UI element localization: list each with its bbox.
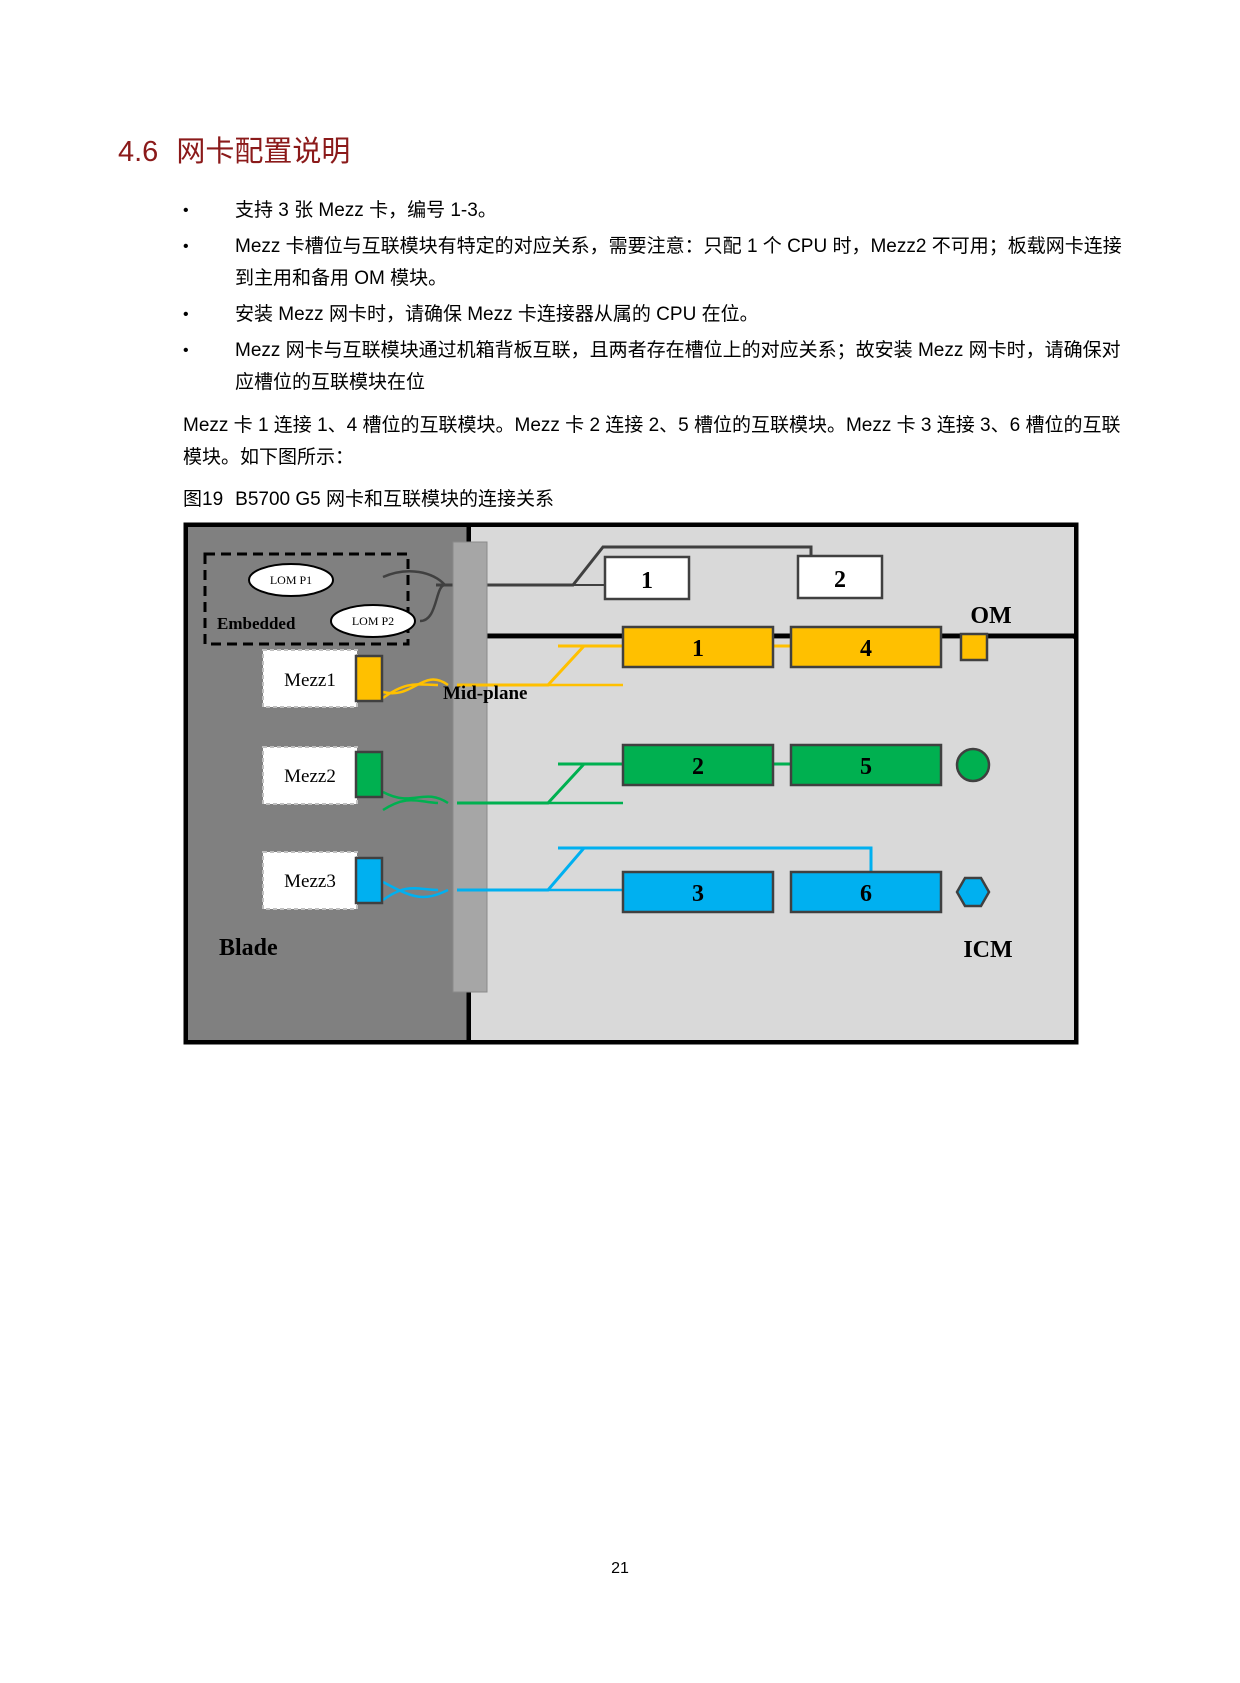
- embedded-label: Embedded: [217, 614, 296, 633]
- om-slot: [603, 555, 691, 601]
- om-slot-label: 2: [834, 567, 846, 593]
- midplane-label: Mid-plane: [443, 683, 527, 704]
- icm-slot-label: 2: [692, 754, 704, 780]
- bullet-text: Mezz 卡槽位与互联模块有特定的对应关系，需要注意：只配 1 个 CPU 时，…: [235, 236, 1122, 289]
- icm-label: ICM: [963, 937, 1012, 963]
- om-label: OM: [970, 603, 1011, 629]
- icm-slot: [789, 743, 943, 787]
- bullet-marker: •: [183, 202, 189, 219]
- bullet-marker: •: [183, 238, 189, 255]
- page-number: 21: [611, 1560, 629, 1577]
- blade-label: Blade: [219, 935, 278, 961]
- mezz-card: [262, 851, 358, 910]
- bullet-text: 安装 Mezz 网卡时，请确保 Mezz 卡连接器从属的 CPU 在位。: [235, 304, 759, 325]
- icm-slot: [621, 870, 775, 914]
- icm-slot: [621, 743, 775, 787]
- circle-marker: [955, 747, 991, 783]
- om-panel: [471, 527, 1074, 636]
- mezz-card-label: Mezz1: [284, 670, 336, 691]
- body-paragraph: Mezz 卡 1 连接 1、4 槽位的互联模块。Mezz 卡 2 连接 2、5 …: [183, 415, 1121, 468]
- icm-slot-label: 4: [860, 636, 872, 662]
- figure-id: 图19: [183, 489, 224, 510]
- icm-slot: [789, 870, 943, 914]
- om-slot-label: 1: [641, 568, 653, 594]
- bullet-item: • Mezz 卡槽位与互联模块有特定的对应关系，需要注意：只配 1 个 CPU 时…: [183, 231, 1123, 295]
- lom-p1-port: [248, 563, 334, 597]
- lom-p2-label: LOM P2: [352, 614, 394, 628]
- mezz-card-label: Mezz2: [284, 766, 336, 787]
- icm-panel: [471, 639, 1074, 1040]
- icm-slot: [621, 625, 775, 669]
- icm-slot-label: 3: [692, 881, 704, 907]
- bullet-item: • 支持 3 张 Mezz 卡，编号 1-3。: [183, 195, 1123, 227]
- icm-slot-label: 1: [692, 636, 704, 662]
- hexagon-marker: [955, 876, 991, 908]
- om-slot: [796, 554, 884, 600]
- bullet-item: • 安装 Mezz 网卡时，请确保 Mezz 卡连接器从属的 CPU 在位。: [183, 299, 1123, 331]
- bullet-list: • 支持 3 张 Mezz 卡，编号 1-3。 • Mezz 卡槽位与互联模块有特定…: [183, 195, 1123, 403]
- mezz-card-label: Mezz3: [284, 871, 336, 892]
- section-title: 网卡配置说明: [176, 136, 351, 168]
- section-heading: 4.6 网卡配置说明: [118, 128, 350, 170]
- mezz-card: [262, 649, 358, 708]
- bullet-item: • Mezz 网卡与互联模块通过机箱背板互联，且两者存在槽位上的对应关系；故安装 …: [183, 335, 1123, 399]
- lom-p1-label: LOM P1: [270, 573, 312, 587]
- bullet-text: 支持 3 张 Mezz 卡，编号 1-3。: [235, 200, 497, 221]
- mezz-connector: [354, 856, 384, 905]
- icm-slot-label: 5: [860, 754, 872, 780]
- bullet-text: Mezz 网卡与互联模块通过机箱背板互联，且两者存在槽位上的对应关系；故安装 M…: [235, 340, 1121, 393]
- mezz-connector: [354, 750, 384, 799]
- mezz-connector: [354, 654, 384, 703]
- nic-icm-diagram: Embedded LOM P1 LOM P2 1 2 OM Mezz1 1 4 …: [183, 522, 1079, 1045]
- figure-caption-text: B5700 G5 网卡和互联模块的连接关系: [235, 489, 554, 510]
- embedded-box: [203, 552, 410, 646]
- section-number: 4.6: [118, 136, 159, 168]
- lom-p2-port: [330, 604, 416, 638]
- bullet-marker: •: [183, 342, 189, 359]
- square-marker: [959, 632, 989, 662]
- midplane-bar: [452, 541, 488, 993]
- mezz-card: [262, 746, 358, 805]
- icm-slot-label: 6: [860, 881, 872, 907]
- bullet-marker: •: [183, 306, 189, 323]
- icm-slot: [789, 625, 943, 669]
- figure-caption: 图19 B5700 G5 网卡和互联模块的连接关系: [183, 484, 554, 511]
